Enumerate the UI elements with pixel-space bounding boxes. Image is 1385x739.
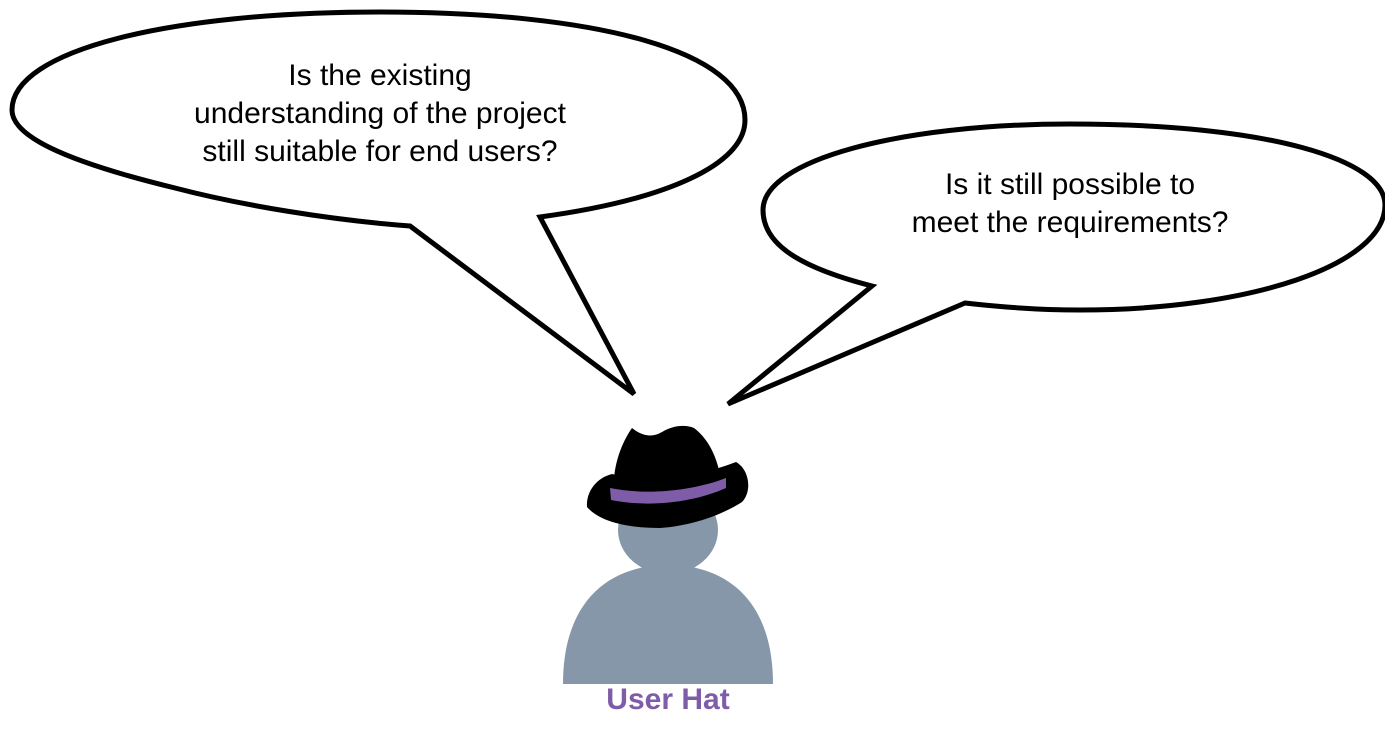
speech-bubble-left [9, 9, 748, 396]
bubble-left-line-1: Is the existing [288, 59, 472, 92]
bubble-right-line-1: Is it still possible to [944, 168, 1196, 201]
hat-band [610, 478, 726, 504]
speech-bubble-right [726, 121, 1385, 407]
bubble-left-text: Is the existing understanding of the pro… [130, 57, 630, 171]
bubble-left-line-3: still suitable for end users? [202, 135, 558, 168]
bubble-right-text: Is it still possible to meet the require… [820, 166, 1320, 242]
bubble-left-line-2: understanding of the project [194, 97, 566, 130]
persona-label: User Hat [606, 683, 730, 716]
person-body [563, 565, 773, 684]
bubble-right-line-2: meet the requirements? [911, 206, 1229, 239]
